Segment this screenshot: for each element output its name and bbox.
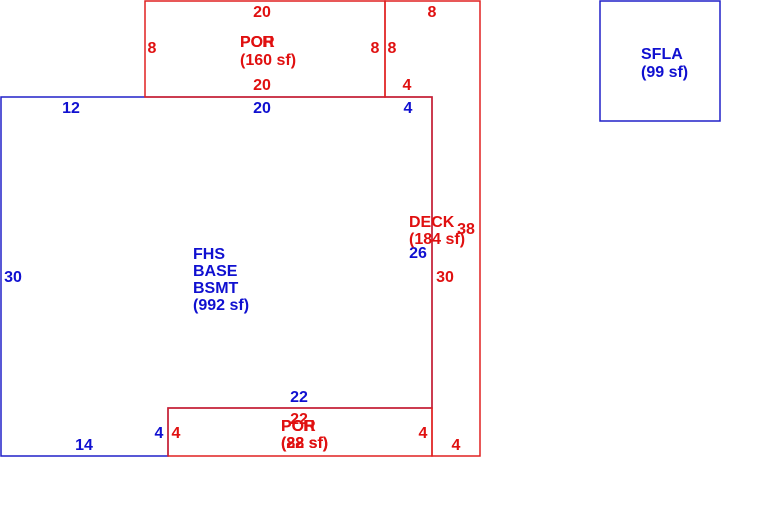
bsmt-dim-top-right: 4 — [404, 100, 413, 117]
deck-dim-inner: 30 — [436, 269, 454, 286]
sfla-label: SFLA — [641, 46, 683, 63]
bsmt-dim-left: 30 — [4, 269, 22, 286]
bsmt-label: BSMT — [193, 280, 239, 297]
porch-bottom-label-por: POR — [281, 418, 316, 435]
bsmt-dim-top-mid: 20 — [253, 100, 271, 117]
porch-top-label-pch: PCH — [240, 34, 274, 51]
bsmt-dim-top-left: 12 — [62, 100, 80, 117]
bsmt-dim-notch-top: 22 — [290, 389, 308, 406]
porch-top-dim-right: 8 — [371, 40, 380, 57]
deck-dim-right: 38 — [457, 221, 475, 238]
base-label: BASE — [193, 263, 238, 280]
deck-label: DECK — [409, 214, 455, 231]
bsmt-dim-bottom-left: 14 — [75, 437, 93, 454]
porch-top-label-por: POR — [240, 34, 275, 51]
porch-bottom-outline — [167, 407, 433, 457]
porch-bottom-area-b: (22 sf) — [281, 435, 328, 452]
porch-top-dim-top: 20 — [253, 4, 271, 21]
porch-bottom-area-a: (88 sf) — [281, 435, 328, 452]
deck-area: (184 sf) — [409, 231, 465, 248]
porch-bottom-label-pch: PCH — [281, 418, 315, 435]
bsmt-dim-notch-vertical: 4 — [155, 425, 164, 442]
deck-dim-step: 4 — [403, 77, 412, 94]
porch-top-dim-left: 8 — [148, 40, 157, 57]
porch-bottom-dim-left: 4 — [172, 425, 181, 442]
porch-top-area: (160 sf) — [240, 52, 296, 69]
porch-top-dim-bottom: 20 — [253, 77, 271, 94]
porch-bottom-dim-right: 4 — [419, 425, 428, 442]
sfla-outline — [599, 0, 721, 122]
bsmt-dim-right: 26 — [409, 245, 427, 262]
fhs-label: FHS — [193, 246, 225, 263]
deck-dim-left: 8 — [388, 40, 397, 57]
deck-dim-bottom: 4 — [452, 437, 461, 454]
porch-bottom-dim-top: 22 — [290, 411, 308, 428]
bsmt-area: (992 sf) — [193, 297, 249, 314]
sfla-area: (99 sf) — [641, 64, 688, 81]
deck-dim-top: 8 — [428, 4, 437, 21]
